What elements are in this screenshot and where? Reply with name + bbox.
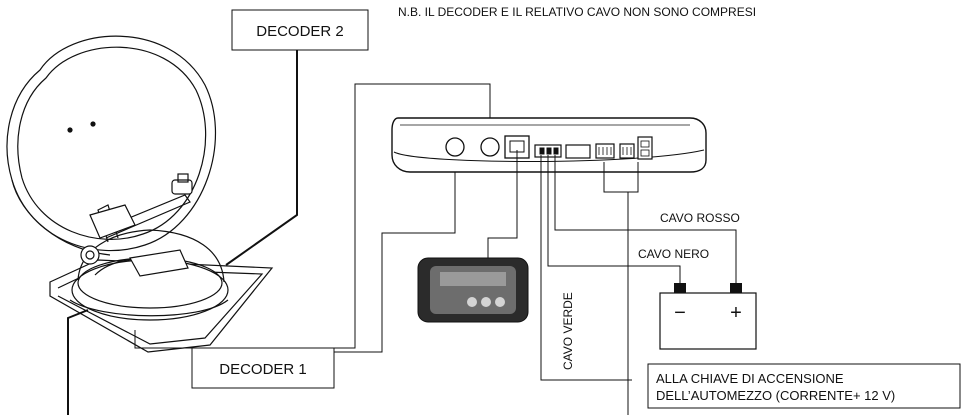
battery-plus-label: + (730, 302, 742, 324)
dish-coax-cable (134, 83, 491, 349)
decoder-1-box: DECODER 1 (191, 347, 335, 389)
red-wire (554, 155, 737, 283)
ignition-label-line1: ALLA CHIAVE DI ACCENSIONE (656, 371, 844, 386)
cavo-verde-label: CAVO VERDE (561, 292, 575, 370)
battery: − + (659, 283, 757, 350)
ignition-label-line2: DELL’AUTOMEZZO (CORRENTE+ 12 V) (656, 388, 895, 403)
battery-minus-label: − (674, 302, 686, 324)
green-wire (540, 155, 632, 381)
decoder-2-cable (225, 50, 298, 266)
ignition-wire (603, 162, 639, 415)
satellite-dish-illustration (6, 35, 274, 353)
display-cable (487, 150, 518, 258)
decoder-1-cable (334, 150, 456, 353)
decoder-1-label: DECODER 1 (219, 361, 307, 378)
control-display-panel (417, 257, 529, 323)
control-unit (391, 117, 707, 173)
black-wire (547, 155, 681, 283)
cavo-nero-label: CAVO NERO (638, 247, 709, 261)
decoder-2-box: DECODER 2 (231, 9, 369, 51)
ignition-box: ALLA CHIAVE DI ACCENSIONE DELL’AUTOMEZZO… (647, 363, 961, 409)
cavo-rosso-label: CAVO ROSSO (660, 211, 740, 225)
note-text: N.B. IL DECODER E IL RELATIVO CAVO NON S… (398, 5, 756, 19)
dish-power-cable (67, 309, 89, 415)
decoder-2-label: DECODER 2 (256, 23, 344, 40)
